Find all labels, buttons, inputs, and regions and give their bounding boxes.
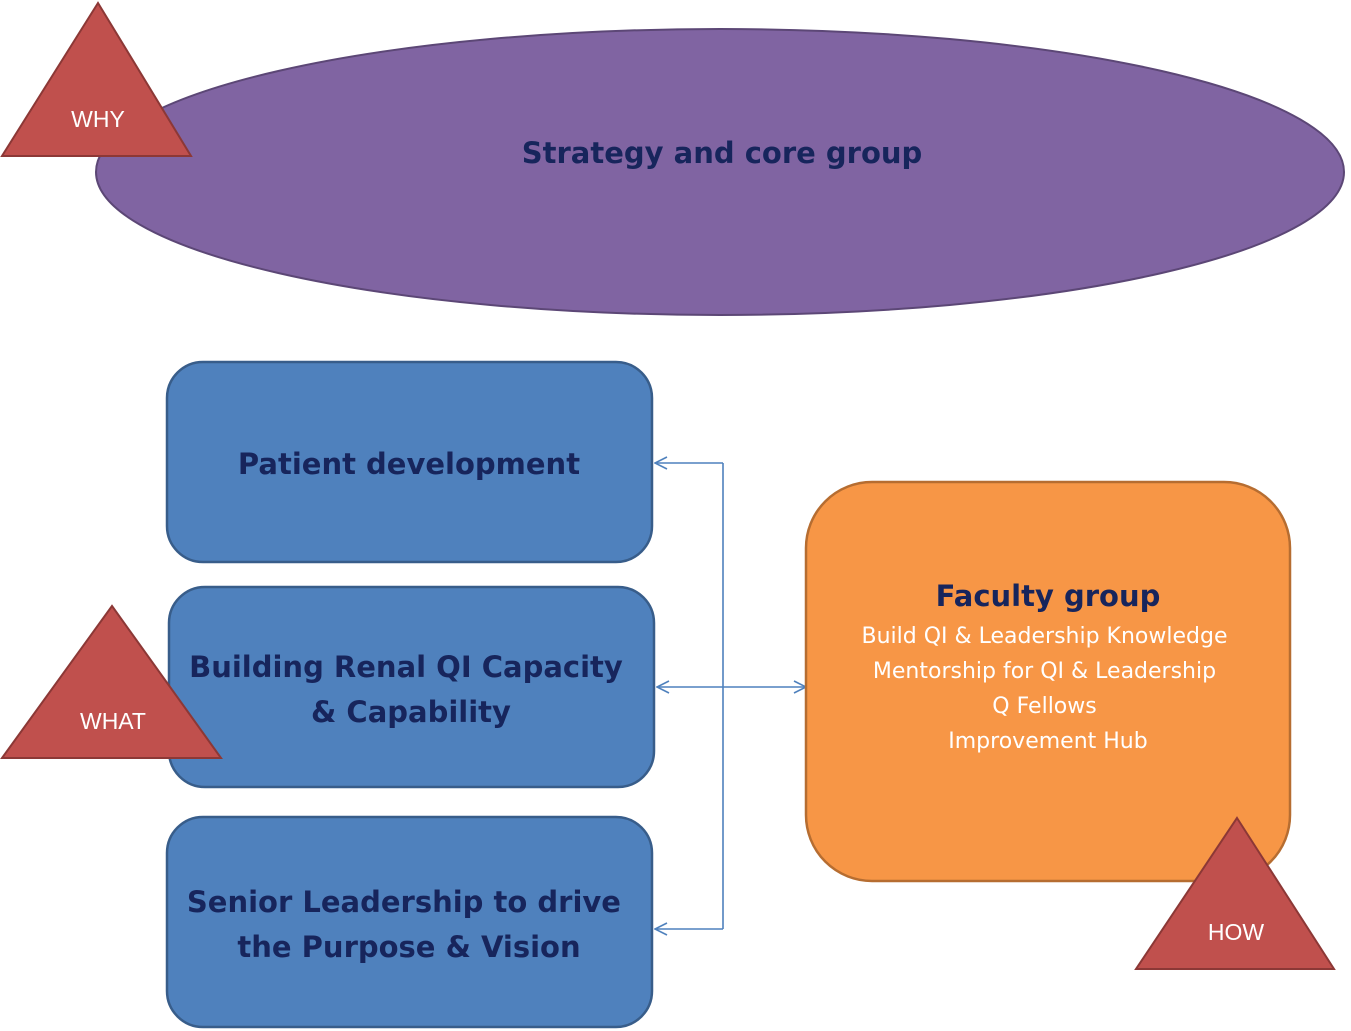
strategy-ellipse [95, 28, 1345, 316]
faculty-items: Build QI & Leadership Knowledge Mentorsh… [861, 624, 1234, 754]
what-box-qi-capacity: Building Renal QI Capacity & Capability [167, 585, 656, 789]
what-box-label: Senior Leadership to drive the Purpose &… [187, 885, 631, 964]
what-label: WHAT [80, 708, 146, 734]
strategy-label: Strategy and core group [522, 136, 923, 170]
what-box-line: Patient development [238, 447, 580, 481]
faculty-item: Q Fellows [992, 694, 1096, 719]
what-box-label: Building Renal QI Capacity & Capability [189, 650, 633, 729]
what-box-line: the Purpose & Vision [237, 930, 580, 964]
faculty-item: Improvement Hub [948, 729, 1147, 754]
how-marker: HOW [1134, 816, 1336, 970]
what-box-senior-leadership: Senior Leadership to drive the Purpose &… [165, 815, 654, 1029]
faculty-title: Faculty group [936, 579, 1161, 613]
what-box-line: Building Renal QI Capacity [189, 650, 623, 684]
what-box-patient-development: Patient development [165, 360, 654, 564]
connector-lines [655, 463, 806, 929]
faculty-item: Mentorship for QI & Leadership [873, 659, 1216, 684]
what-marker: WHAT [0, 604, 223, 759]
what-box-line: & Capability [311, 695, 511, 729]
what-box-label: Patient development [238, 447, 580, 481]
why-marker: WHY [0, 1, 193, 157]
faculty-box: Faculty group Build QI & Leadership Know… [804, 480, 1292, 883]
how-label: HOW [1208, 919, 1265, 945]
what-box-line: Senior Leadership to drive [187, 885, 621, 919]
faculty-item: Build QI & Leadership Knowledge [861, 624, 1227, 649]
why-label: WHY [71, 106, 125, 132]
